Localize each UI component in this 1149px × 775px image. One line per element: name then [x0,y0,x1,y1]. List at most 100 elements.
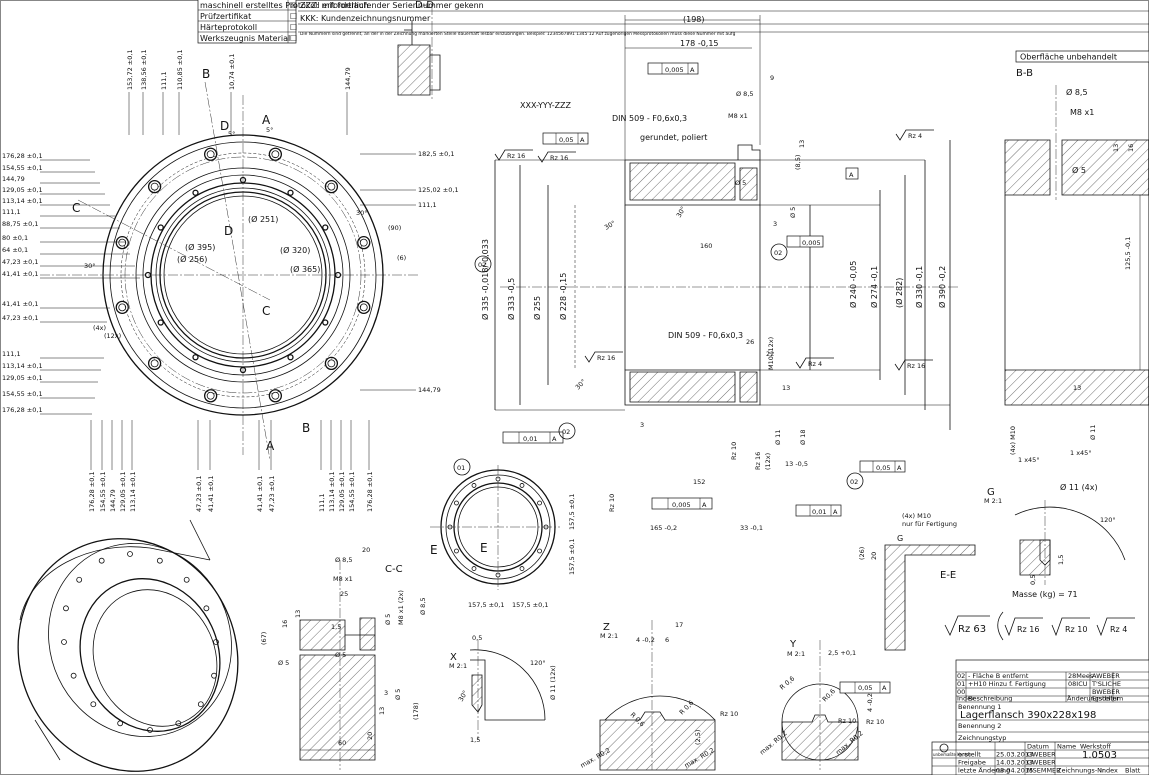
cc-dim-12: Ø 5 [278,659,289,667]
y-dim-5: 4 -0,2 [866,693,874,712]
angle-5-right: 5° [266,126,273,134]
angle-6: (6) [397,254,406,262]
dim-9: 9 [770,74,774,82]
company-note: unbemaßte Kanten [933,752,972,757]
iso-hole-icon [147,727,153,733]
section-inner-dim: 160 [700,242,712,250]
rz-symbol-icon [894,359,933,371]
cc-dim-15: 3 [384,689,388,697]
rev-1-date: 08ICU [1068,680,1088,688]
section-right-dim: Ø 274 -0,1 [869,266,879,308]
bottom-dim-label: 129,05 ±0,1 [119,471,127,512]
section-inner-dim: 30° [603,219,617,232]
bolt-hole-icon [357,300,371,315]
bolt-hole-icon [147,179,162,194]
view-y: Y M 2:1 2,5 +0,1 0,05 A Rz 10 R0,6 4 -0,… [758,639,891,770]
callout-circle-icon [846,472,864,490]
small-hole-icon [144,271,152,279]
section-left-dim: Ø 228 -0,15 [558,273,568,320]
gerundet-note: gerundet, poliert [640,133,707,142]
e-view-holes [447,476,549,578]
bolt-hole-inner-icon [118,303,127,312]
tol-datum-7: A [833,508,838,516]
rz-symbol-icon [494,149,533,161]
section-left-dim: Ø 335 -0,018/-0,033 [480,239,490,320]
view-scale-y: M 2:1 [787,650,805,658]
bb-dim-9: 1 x45° [1018,456,1040,464]
section-inner-dim: 3 [640,421,644,429]
callout-label: 01 [457,464,465,472]
bottom-dim-label: 41,41 ±0,1 [256,476,264,512]
rev-0-text: - Fläche B entfernt [968,672,1029,680]
cc-dim-9: 16 [281,620,289,628]
marking-text: XXX-YYY-ZZZ [520,101,572,110]
iso-hole-icon [211,672,217,679]
cc-dim-1: M8 x1 [333,575,353,583]
tol-value-5: 0,005 [672,501,691,509]
section-inner-dim: 152 [693,478,705,486]
notes-table: maschinell erstelltes Protokoll erforder… [197,0,1149,63]
section-inner-dim: 26 [746,338,754,346]
surface-rz63: Rz 63 [958,624,986,635]
section-label-a: A [593,0,602,3]
rev-0-date: 28Mees [1068,672,1094,680]
bottom-dim-label: 113,14 ±0,1 [129,471,137,512]
rz-label: Rz 16 [597,354,615,362]
bolt-holes [115,147,371,403]
front-view: B B A A D D C C (Ø 395) (Ø 256) (Ø 320) … [2,49,459,512]
bolt-hole-inner-icon [118,238,127,247]
iso-hole-icon [117,720,124,727]
g-dim-2: 0,5 [1029,575,1037,585]
iso-hole-icon [90,701,97,708]
bolt-hole-icon [115,235,129,250]
top-dim-label: 144,79 [344,67,352,90]
section-marker-b-bottom: B [302,421,310,435]
z-dim-1: 4 -0,2 [636,636,655,644]
x-dim-3: 1,5 [470,736,480,744]
angle-4x: (4x) [93,324,106,332]
part-title: Lagerflansch 390x228x198 [960,710,1096,721]
diameter-395: (Ø 395) [185,242,215,252]
tol-datum-1: A [690,66,695,74]
isometric-view [17,519,239,772]
left-dim-label-low: 41,41 ±0,1 [2,300,38,308]
tolerance-frame-2: 0,05 A [542,132,589,145]
tb-row-0-date: 25.03.2013 [996,751,1033,759]
notes-row-3: Werkszeugnis Material [200,34,290,43]
tolerance-frame-7: 0,01 A [795,504,842,517]
small-hole-icon [239,366,247,374]
bottom-dim-label: 129,05 ±0,1 [338,471,346,512]
g-dim-3: 1,5 [1057,555,1065,565]
benennung-2-label: Benennung 2 [958,722,1001,730]
top-dim-label: 153,72 ±0,1 [126,49,134,90]
rz-symbol-icon [795,357,834,369]
bolt-hole-icon [324,356,339,371]
y-dim-2: A [882,684,887,692]
bottom-dim-label: 154,55 ±0,1 [99,471,107,512]
tolerance-frame-6: 0,05 A [859,460,906,473]
rev-2-idx: 00 [957,688,965,696]
cc-dim-17: 20 [366,732,374,740]
iso-hole-icon [197,701,204,708]
small-hole-icon [334,271,342,279]
left-dim-label: 47,23 ±0,1 [2,258,38,266]
section-inner-dim: 33 -0,1 [740,524,763,532]
bolt-hole-inner-icon [327,182,336,191]
tol-value-7: 0,01 [812,508,826,516]
werkstoff-label: Werkstoff [1080,743,1111,751]
tb-row-3-label: Zeichnungs-Nr. [1057,767,1106,775]
iso-hole-icon [183,576,190,583]
rev-0-idx: 02 [957,672,965,680]
cc-dim-14: Ø 5 [394,689,402,700]
bolt-hole-icon [203,389,218,403]
top-dim-label: 10,74 ±0,1 [228,54,236,90]
surface-roughness-row: Rz 63 Rz 16 Rz 10 Rz 4 [944,611,1135,641]
tb-row-3-index: Index [1100,767,1118,775]
iso-hole-icon [213,639,219,645]
title-block: 02 - Fläche B entfernt 28Mees AWEBER 01 … [931,659,1149,775]
right-dim-label: 144,79 [418,386,441,394]
surface-rz16: Rz 16 [1017,625,1039,634]
bolt-hole-inner-icon [359,303,368,312]
callout-circle-icon [474,255,492,273]
